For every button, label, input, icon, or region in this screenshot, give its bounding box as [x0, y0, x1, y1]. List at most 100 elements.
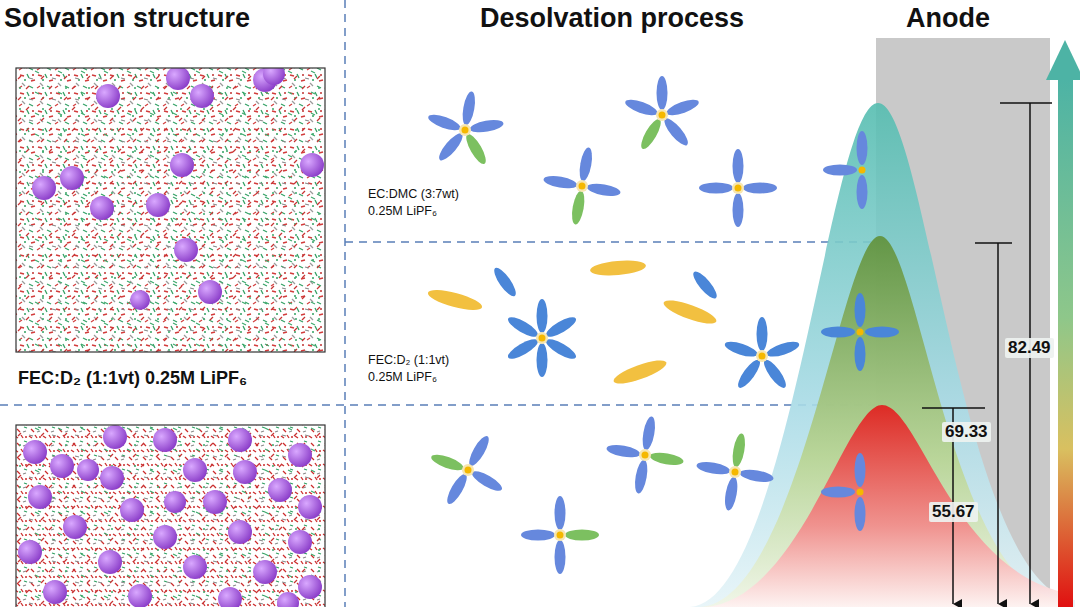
solvation-cluster	[743, 183, 777, 194]
solvation-cluster	[639, 449, 651, 461]
solvation-cluster	[554, 529, 566, 541]
solvation-cluster	[633, 459, 650, 494]
solvation-cluster	[543, 174, 578, 191]
solvation-cluster	[821, 487, 855, 498]
solvation-cluster	[735, 185, 742, 192]
solvation-cluster	[735, 357, 764, 391]
solvation-cluster	[855, 337, 866, 371]
md-snapshot-top	[96, 84, 120, 108]
solvation-cluster	[426, 286, 484, 314]
solvation-cluster	[565, 530, 599, 541]
solvation-cluster	[696, 433, 775, 512]
md-snapshot-bottom	[128, 584, 152, 607]
md-snapshot-bottom	[43, 580, 67, 604]
md-snapshot-top	[174, 238, 198, 262]
dashed-separator	[0, 0, 885, 607]
dashed-separator	[0, 404, 885, 406]
solvation-cluster	[462, 127, 469, 134]
solvation-cluster	[426, 91, 504, 167]
dimension-arrow	[1000, 102, 1052, 104]
solvation-cluster	[759, 353, 766, 360]
md-snapshot-top	[263, 68, 285, 85]
solvation-cluster	[656, 109, 668, 121]
solvation-cluster	[466, 433, 493, 468]
solvation-cluster	[696, 460, 731, 477]
solvation-cluster	[642, 452, 649, 459]
solvation-cluster	[855, 453, 866, 487]
md-snapshot-bottom	[203, 490, 227, 514]
solvation-cluster	[649, 450, 684, 467]
solvation-cluster	[765, 339, 801, 360]
energy-peak	[690, 103, 1075, 607]
md-snapshot-top	[16, 68, 325, 352]
md-snapshot-top	[198, 280, 222, 304]
energy-arrow	[1046, 40, 1080, 80]
md-snapshot-top	[60, 166, 84, 190]
solvation-cluster	[733, 149, 744, 183]
solvation-cluster	[436, 130, 466, 163]
md-snapshot-bottom	[233, 460, 257, 484]
solvation-cluster	[460, 91, 477, 126]
md-snapshot-bottom	[16, 425, 325, 607]
solvation-cluster	[665, 96, 701, 118]
md-snapshot-bottom	[218, 587, 242, 607]
solvation-cluster	[505, 336, 540, 363]
solvation-cluster	[521, 530, 555, 541]
md-snapshot-bottom	[228, 428, 252, 452]
md-snapshot-bottom	[298, 495, 322, 519]
md-snapshot-bottom	[120, 498, 144, 522]
solvation-cluster	[855, 293, 866, 327]
solvation-cluster	[623, 96, 659, 118]
solvation-cluster	[730, 433, 747, 468]
md-snapshot-bottom	[77, 459, 99, 481]
solvation-cluster	[859, 167, 866, 174]
solvation-cluster	[739, 467, 774, 484]
solvation-cluster	[536, 332, 548, 344]
solvation-cluster	[586, 181, 621, 198]
solvation-cluster	[657, 76, 668, 110]
md-snapshot-bottom	[164, 491, 186, 513]
column-heading: Solvation structure	[4, 2, 250, 34]
solvation-cluster	[661, 296, 718, 328]
md-snapshot-bottom	[298, 575, 322, 599]
solvation-cluster	[821, 453, 866, 531]
electrolyte-label: FEC:D₂ (1:1vt) 0.25M LiPF₆	[18, 368, 247, 390]
solvation-cluster	[865, 327, 899, 338]
solvation-cluster	[465, 467, 472, 474]
md-snapshot-top	[32, 68, 324, 310]
dimension-arrow	[975, 242, 1012, 244]
md-snapshot-top	[32, 176, 56, 200]
solvation-cluster	[640, 416, 657, 451]
solvation-cluster	[699, 149, 777, 227]
solvation-cluster	[623, 76, 700, 152]
energy-value: 82.49	[1005, 338, 1054, 358]
solvation-cluster	[821, 293, 899, 371]
solvation-cluster	[732, 469, 739, 476]
solvation-cluster	[576, 180, 588, 192]
md-snapshot-bottom	[18, 425, 322, 607]
solvation-cluster	[459, 124, 471, 136]
energy-peak	[700, 236, 1062, 607]
energy-arrow	[1058, 80, 1073, 607]
solvation-cluster	[659, 112, 666, 119]
solvation-cluster	[505, 299, 578, 377]
md-snapshot-top	[166, 68, 190, 90]
md-snapshot-top	[16, 68, 325, 352]
md-snapshot-bottom	[16, 425, 325, 607]
solvation-cluster	[444, 472, 471, 507]
solvation-cluster	[555, 496, 566, 530]
md-snapshot-bottom	[228, 520, 252, 544]
solvation-cluster	[699, 183, 733, 194]
dimension-arrow	[997, 243, 999, 604]
solvation-cluster	[756, 350, 768, 362]
solvation-cluster	[555, 540, 566, 574]
solvation-cluster	[857, 489, 864, 496]
md-snapshot-top	[170, 153, 194, 177]
md-snapshot-bottom	[16, 425, 325, 607]
solvation-cluster	[857, 329, 864, 336]
md-snapshot-bottom	[153, 428, 177, 452]
md-snapshot-bottom	[183, 458, 207, 482]
solvation-cluster	[463, 132, 490, 167]
solvation-cluster	[723, 339, 759, 360]
